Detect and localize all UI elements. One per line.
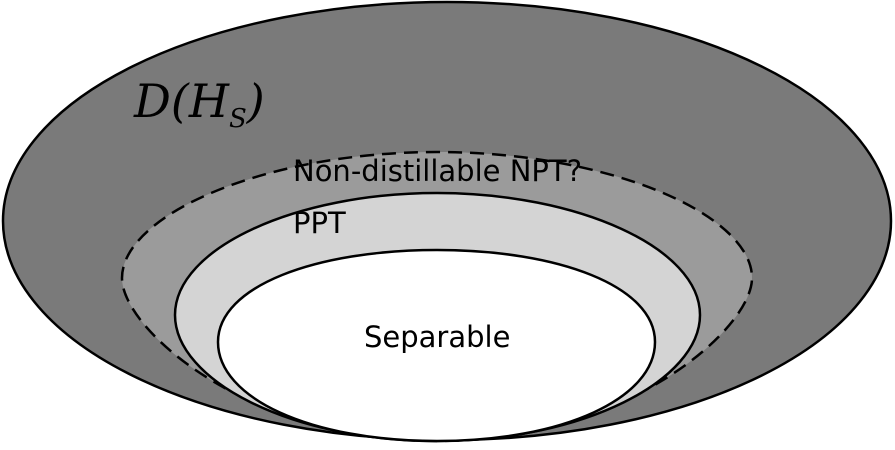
state-space-label: D(HS) bbox=[134, 78, 265, 132]
separable-label: Separable bbox=[364, 320, 511, 354]
separable-region bbox=[216, 248, 657, 443]
hilbert-space-symbol: H bbox=[188, 74, 229, 128]
ppt-label: PPT bbox=[293, 206, 346, 240]
system-subscript: S bbox=[228, 104, 247, 134]
script-d-symbol: D bbox=[134, 74, 171, 128]
npt-label: Non-distillable NPT? bbox=[293, 154, 582, 188]
close-paren: ) bbox=[246, 74, 265, 128]
open-paren: ( bbox=[170, 74, 189, 128]
